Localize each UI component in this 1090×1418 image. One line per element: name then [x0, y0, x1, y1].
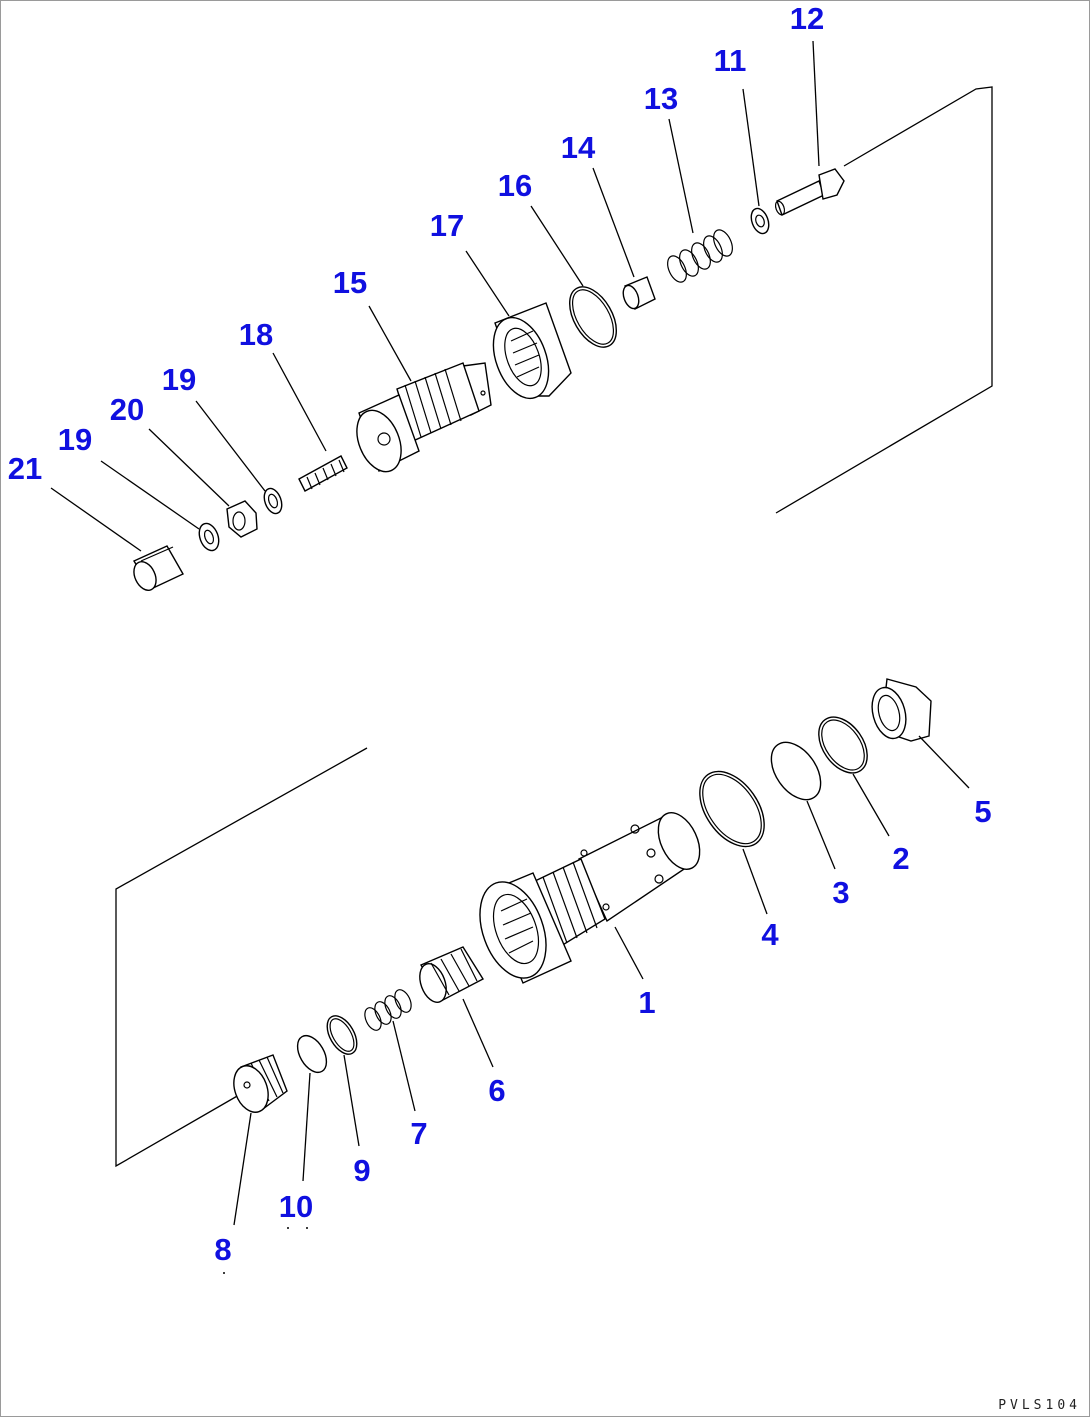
part-15-body[interactable] — [348, 362, 492, 478]
part-5-plug[interactable] — [867, 678, 932, 742]
part-7-spring[interactable] — [362, 987, 415, 1033]
callout-18: 18 — [239, 317, 273, 352]
callout-14: 14 — [561, 130, 596, 165]
callout-15: 15 — [333, 265, 367, 300]
callout-12: 12 — [790, 1, 824, 36]
part-18-screw[interactable] — [298, 455, 348, 492]
callout-13: 13 — [644, 81, 678, 116]
callout-11: 11 — [714, 43, 747, 78]
lower-bracket-outline — [115, 747, 368, 1168]
print-marks — [223, 1227, 308, 1274]
callout-3: 3 — [832, 875, 849, 910]
part-14-poppet[interactable] — [620, 276, 656, 311]
part-8-plug[interactable] — [228, 1054, 288, 1117]
upper-bracket-outline — [775, 86, 993, 514]
callout-2: 2 — [892, 841, 909, 876]
callout-6: 6 — [488, 1073, 505, 1108]
part-21-cap[interactable] — [130, 545, 184, 594]
callout-1: 1 — [638, 985, 655, 1020]
part-17-locknut[interactable] — [483, 302, 572, 406]
callout-8: 8 — [214, 1232, 231, 1267]
callout-7: 7 — [410, 1116, 427, 1151]
part-20-nut[interactable] — [226, 500, 258, 538]
callout-17: 17 — [430, 208, 464, 243]
callout-10: 10 — [279, 1189, 313, 1224]
part-19-washer-a[interactable] — [196, 521, 222, 553]
callout-9: 9 — [353, 1153, 370, 1188]
callout-19-lower: 19 — [58, 422, 92, 457]
part-19-washer-b[interactable] — [261, 486, 285, 516]
part-13-spring[interactable] — [664, 227, 736, 285]
drawing-code: PVLS104 — [998, 1398, 1081, 1413]
callout-21: 21 — [8, 451, 42, 486]
part-16-o-ring[interactable] — [560, 279, 626, 355]
part-11-washer[interactable] — [748, 206, 772, 236]
leader-lines — [50, 40, 970, 1226]
callout-5: 5 — [974, 794, 991, 829]
part-3-backup-ring[interactable] — [761, 733, 830, 808]
part-10-backup-ring[interactable] — [292, 1031, 333, 1078]
part-6-sleeve[interactable] — [415, 946, 484, 1006]
part-2-o-ring[interactable] — [809, 708, 877, 782]
callout-4: 4 — [761, 917, 779, 952]
callout-16: 16 — [498, 168, 532, 203]
callout-labels: 12 11 13 14 16 17 15 18 19 20 19 21 5 2 … — [8, 1, 992, 1267]
part-1-housing[interactable] — [468, 806, 708, 987]
part-12-needle[interactable] — [774, 168, 845, 216]
callout-19-upper: 19 — [162, 362, 196, 397]
part-4-o-ring[interactable] — [687, 760, 778, 859]
callout-20: 20 — [110, 392, 144, 427]
part-9-o-ring[interactable] — [321, 1011, 363, 1059]
